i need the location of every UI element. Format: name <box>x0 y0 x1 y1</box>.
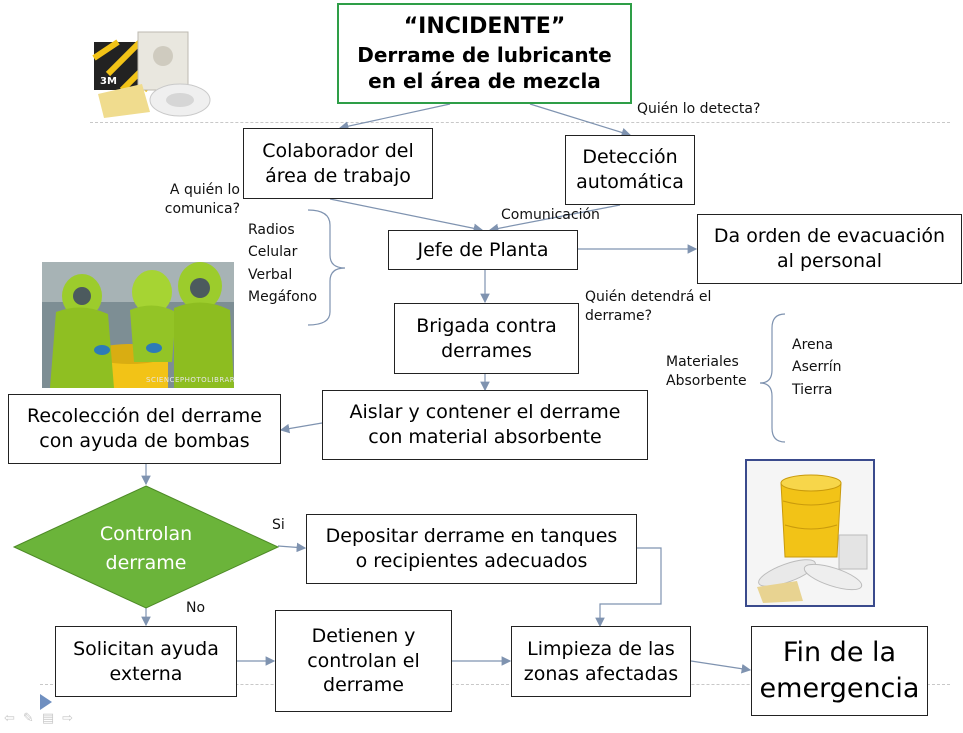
node-detienen: Detienen y controlan el derrame <box>275 610 452 712</box>
bottom-guide-line <box>40 684 950 685</box>
top-guide-line <box>90 122 950 123</box>
node-deteccion-automatica: Detección automática <box>565 135 695 205</box>
arrow-deteccion-jefe <box>488 204 621 234</box>
node-fin-emergencia: Fin de la emergencia <box>751 626 928 716</box>
node-solicitan-ayuda: Solicitan ayuda externa <box>55 626 237 697</box>
arrow-depositar-limpieza <box>595 547 662 628</box>
label-quien-detecta: Quién lo detecta? <box>637 101 761 117</box>
arrow-decision-depositar <box>277 542 307 553</box>
photo-credit: SCIENCEPHOTOLIBRARY <box>146 376 234 384</box>
node-colaborador: Colaborador del área de trabajo <box>243 128 433 199</box>
node-recoleccion: Recolección del derrame con ayuda de bom… <box>8 394 281 464</box>
brace-medios <box>307 209 346 326</box>
decision-label: Controlan derrame <box>99 523 193 574</box>
spill-kit-image: 3M <box>88 14 216 120</box>
spill-bucket-kit-image <box>745 459 875 607</box>
node-limpieza: Limpieza de las zonas afectadas <box>511 626 691 697</box>
arrow-limpieza-fin <box>690 660 752 674</box>
arrow-aislar-recoleccion <box>279 422 323 434</box>
arrow-colaborador-jefe <box>329 198 484 234</box>
prev-slide-icon[interactable]: ⇦ <box>4 711 15 726</box>
arrow-incidente-colaborador <box>338 103 451 131</box>
label-no: No <box>186 600 206 616</box>
label-medios-comunicacion: Radios Celular Verbal Megáfono <box>248 222 318 306</box>
next-slide-icon[interactable]: ⇨ <box>62 711 74 726</box>
incident-subtitle-2: en el área de mezcla <box>368 68 601 93</box>
slideshow-controls: ⇦ ✎ ▤ ⇨ <box>4 711 73 726</box>
node-orden-evacuacion: Da orden de evacuación al personal <box>697 214 962 284</box>
hazmat-team-photo: SCIENCEPHOTOLIBRARY <box>42 262 234 388</box>
incident-subtitle-1: Derrame de lubricante <box>357 42 612 67</box>
node-aislar-contener: Aislar y contener el derrame con materia… <box>322 390 648 460</box>
incident-title-box: “INCIDENTE” Derrame de lubricante en el … <box>337 3 632 104</box>
node-depositar: Depositar derrame en tanques o recipient… <box>306 514 637 584</box>
slide-play-icon[interactable] <box>40 694 52 710</box>
node-jefe-de-planta: Jefe de Planta <box>388 230 578 270</box>
brace-materiales <box>759 313 786 443</box>
label-a-quien-comunica: A quién lo comunica? <box>164 182 240 217</box>
pen-icon[interactable]: ✎ <box>22 711 34 726</box>
decision-diamond <box>12 485 280 609</box>
label-comunicacion: Comunicación <box>501 207 600 223</box>
label-lista-materiales: Arena Aserrín Tierra <box>792 337 842 398</box>
menu-icon[interactable]: ▤ <box>41 711 55 726</box>
arrow-incidente-deteccion <box>529 103 632 138</box>
label-si: Si <box>272 517 285 533</box>
kit-brand-text: 3M <box>100 76 117 87</box>
label-materiales-absorbente: Materiales Absorbente <box>666 354 747 389</box>
label-quien-detendra: Quién detendrá el derrame? <box>585 289 712 324</box>
incident-title: “INCIDENTE” <box>403 14 566 40</box>
node-brigada: Brigada contra derrames <box>394 303 579 374</box>
